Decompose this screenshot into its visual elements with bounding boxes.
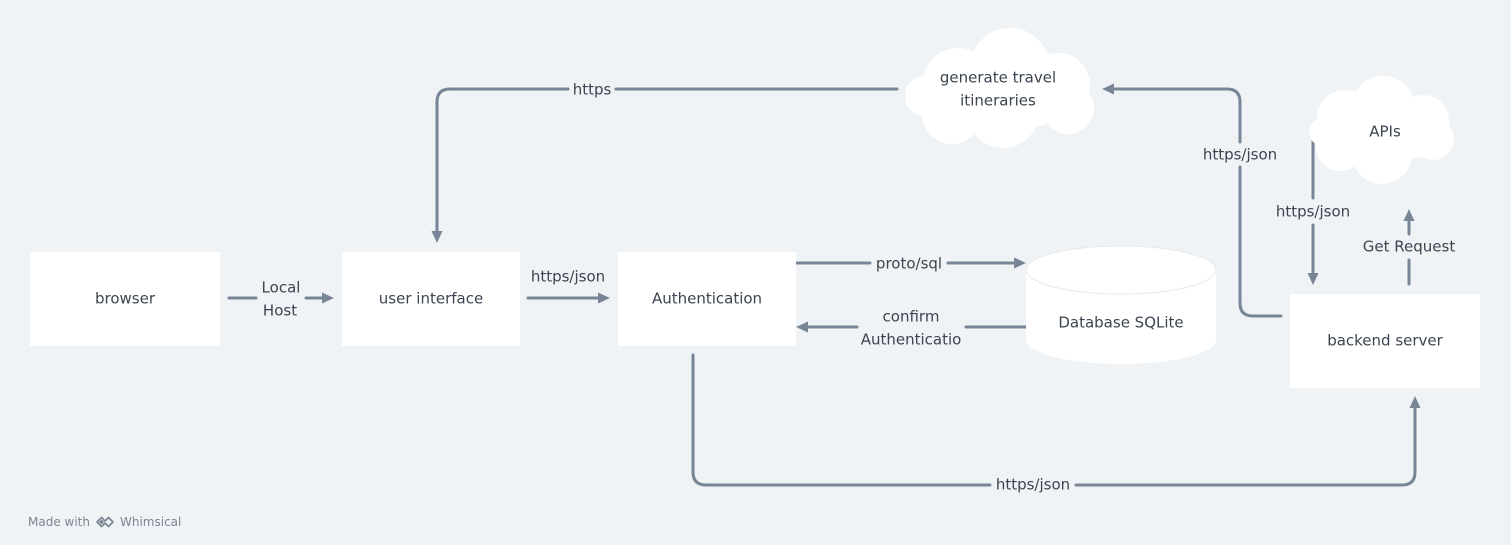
node-apis-cloud[interactable]: APIs xyxy=(1309,76,1454,184)
node-database[interactable]: Database SQLite xyxy=(1025,245,1217,364)
edge-backend-to-apis xyxy=(1403,209,1415,286)
node-backend-server[interactable]: backend server xyxy=(1290,294,1480,388)
edge-label-browser-to-ui-line2: Host xyxy=(263,302,297,320)
node-database-label: Database SQLite xyxy=(1058,314,1183,332)
made-with-label: Made with xyxy=(28,515,90,529)
edge-label-db-to-auth-line1: confirm xyxy=(883,308,940,326)
edge-cloud-to-ui xyxy=(431,87,899,243)
edge-label-backend-to-apis: Get Request xyxy=(1363,238,1456,256)
node-itinerary-cloud[interactable]: generate travel itineraries xyxy=(905,28,1094,148)
node-itinerary-cloud-line2: itineraries xyxy=(960,92,1036,110)
edge-label-cloud-to-ui: https xyxy=(573,81,612,99)
node-browser-label: browser xyxy=(95,290,156,308)
edge-browser-to-ui xyxy=(227,292,334,304)
node-browser[interactable]: browser xyxy=(30,252,220,346)
edge-label-auth-to-backend: https/json xyxy=(996,476,1070,494)
node-user-interface-label: user interface xyxy=(379,290,483,308)
edge-ui-to-auth xyxy=(526,292,610,304)
node-authentication-label: Authentication xyxy=(652,290,762,308)
whimsical-brand: Whimsical xyxy=(119,515,182,529)
made-with-footer[interactable]: Made with Whimsical xyxy=(28,515,181,529)
node-apis-cloud-label: APIs xyxy=(1369,123,1401,141)
node-itinerary-cloud-line1: generate travel xyxy=(940,69,1056,87)
edge-label-db-to-auth-line2: Authenticatio xyxy=(861,331,962,349)
edge-label-browser-to-ui-line1: Local xyxy=(262,279,301,297)
edge-label-ui-to-auth: https/json xyxy=(531,268,605,286)
whimsical-logo-icon xyxy=(96,516,114,528)
edge-backend-to-cloud xyxy=(1102,83,1283,318)
edge-auth-to-db xyxy=(795,257,1026,269)
edge-label-backend-to-cloud: https/json xyxy=(1203,146,1277,164)
edge-label-apis-to-backend: https/json xyxy=(1276,203,1350,221)
node-backend-server-label: backend server xyxy=(1327,332,1443,350)
edge-label-auth-to-db: proto/sql xyxy=(876,255,942,273)
node-user-interface[interactable]: user interface xyxy=(342,252,520,346)
edge-auth-to-backend xyxy=(691,353,1421,487)
edge-apis-to-backend xyxy=(1307,135,1319,285)
edge-db-to-auth xyxy=(796,321,1028,333)
node-authentication[interactable]: Authentication xyxy=(618,252,796,346)
